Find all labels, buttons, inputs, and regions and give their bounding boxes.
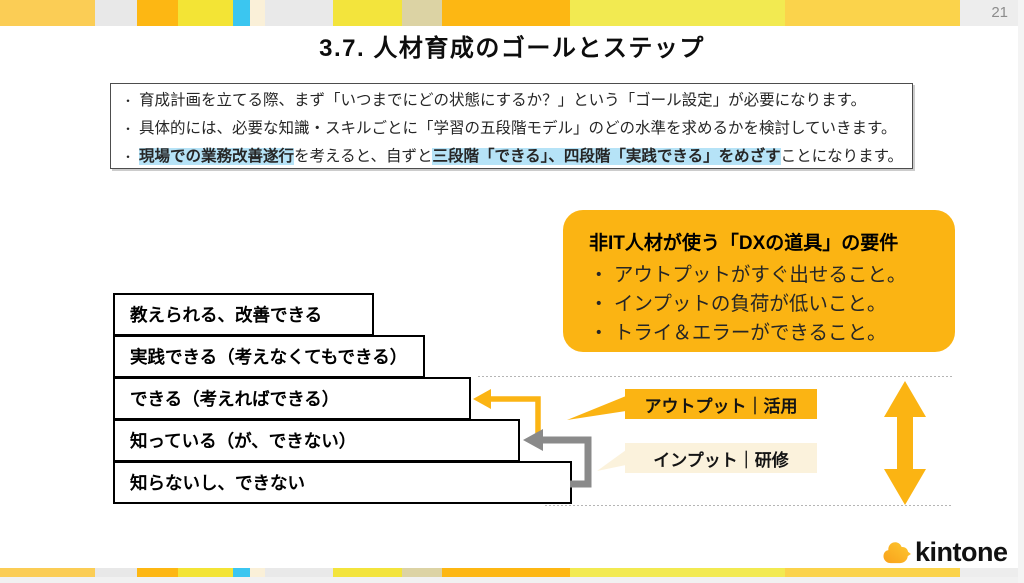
strip-segment [233,568,250,577]
intro-text-box: ・育成計画を立てる際、まず「いつまでにどの状態にするか？」という「ゴール設定」が… [110,83,913,169]
output-callout-tail [567,396,626,420]
strip-segment [95,568,137,577]
strip-segment [250,0,265,26]
intro-bullet: ・具体的には、必要な知識・スキルごとに「学習の五段階モデル」のどの水準を求めるか… [122,115,902,143]
bullet-marker: ・ [122,122,135,136]
strip-segment [178,568,233,577]
strip-segment [785,0,960,26]
stair-step-4: 知っている（が、できない） [113,419,520,462]
requirement-bullet: ・ インプットの負荷が低いこと。 [589,293,887,315]
strip-segment [333,568,402,577]
plain-text: を考えると、自ずと [294,148,433,165]
bottom-color-strip [0,568,1018,577]
plain-text: ことになります。 [780,148,904,165]
slide-right-margin [1018,0,1024,583]
stair-step-2: 実践できる（考えなくてもできる） [113,335,425,378]
kintone-logo-text: kintone [915,537,1008,567]
strip-segment [570,568,785,577]
strip-segment [137,568,178,577]
requirement-bullet: ・ アウトプットがすぐ出せること。 [589,264,907,286]
strip-segment [265,0,333,26]
intro-bullet-list: ・育成計画を立てる際、まず「いつまでにどの状態にするか？」という「ゴール設定」が… [122,87,904,171]
stair-step-3: できる（考えればできる） [113,377,471,420]
strip-segment [0,568,95,577]
plain-text: 具体的には、必要な知識・スキルごとに「学習の五段階モデル」のどの水準を求めるかを… [139,120,897,137]
dx-requirements-title: 非IT人材が使う「DXの道具」の要件 [589,233,899,254]
strip-segment [0,0,95,26]
strip-segment [178,0,233,26]
dx-requirements-box: 非IT人材が使う「DXの道具」の要件 ・ アウトプットがすぐ出せること。・ イン… [563,210,955,352]
highlighted-text: 現場での業務改善遂行 [139,148,295,165]
slide-bottom-margin [0,577,1024,583]
strip-segment [333,0,402,26]
strip-segment [137,0,178,26]
kintone-logo: kintone [882,537,1008,568]
input-callout-tail [597,450,626,471]
slide-title: 3.7. 人材育成のゴールとステップ [319,35,705,62]
strip-segment [570,0,785,26]
stair-step-1: 教えられる、改善できる [113,293,374,336]
kintone-cloud-icon [883,542,911,564]
strip-segment [785,568,960,577]
strip-segment [402,0,442,26]
stair-step-5: 知らないし、できない [113,461,572,504]
strip-segment [233,0,250,26]
strip-segment [402,568,442,577]
plain-text: 育成計画を立てる際、まず「いつまでにどの状態にするか？」という「ゴール設定」が必… [139,92,867,109]
vertical-double-arrow-icon [884,381,926,505]
strip-segment [442,568,570,577]
intro-bullet: ・育成計画を立てる際、まず「いつまでにどの状態にするか？」という「ゴール設定」が… [122,87,902,115]
requirement-bullet: ・ トライ＆エラーができること。 [589,322,887,344]
five-stage-staircase: 教えられる、改善できる実践できる（考えなくてもできる）できる（考えればできる）知… [113,293,573,505]
dx-requirements-list: ・ アウトプットがすぐ出せること。・ インプットの負荷が低いこと。・ トライ＆エ… [589,261,947,348]
bullet-marker: ・ [122,94,135,108]
intro-bullet: ・現場での業務改善遂行を考えると、自ずと三段階「できる」、四段階「実践できる」を… [122,143,904,171]
strip-segment [95,0,137,26]
output-callout-label: アウトプット｜活用 [625,389,817,419]
top-color-strip [0,0,1018,26]
strip-segment [250,568,265,577]
strip-segment [960,0,1018,26]
strip-segment [960,568,1018,577]
bullet-marker: ・ [122,150,135,164]
input-callout-label: インプット｜研修 [625,443,817,473]
strip-segment [442,0,570,26]
strip-segment [265,568,333,577]
page-number: 21 [991,4,1008,21]
highlighted-text: 三段階「できる」、四段階「実践できる」をめざす [432,148,781,165]
